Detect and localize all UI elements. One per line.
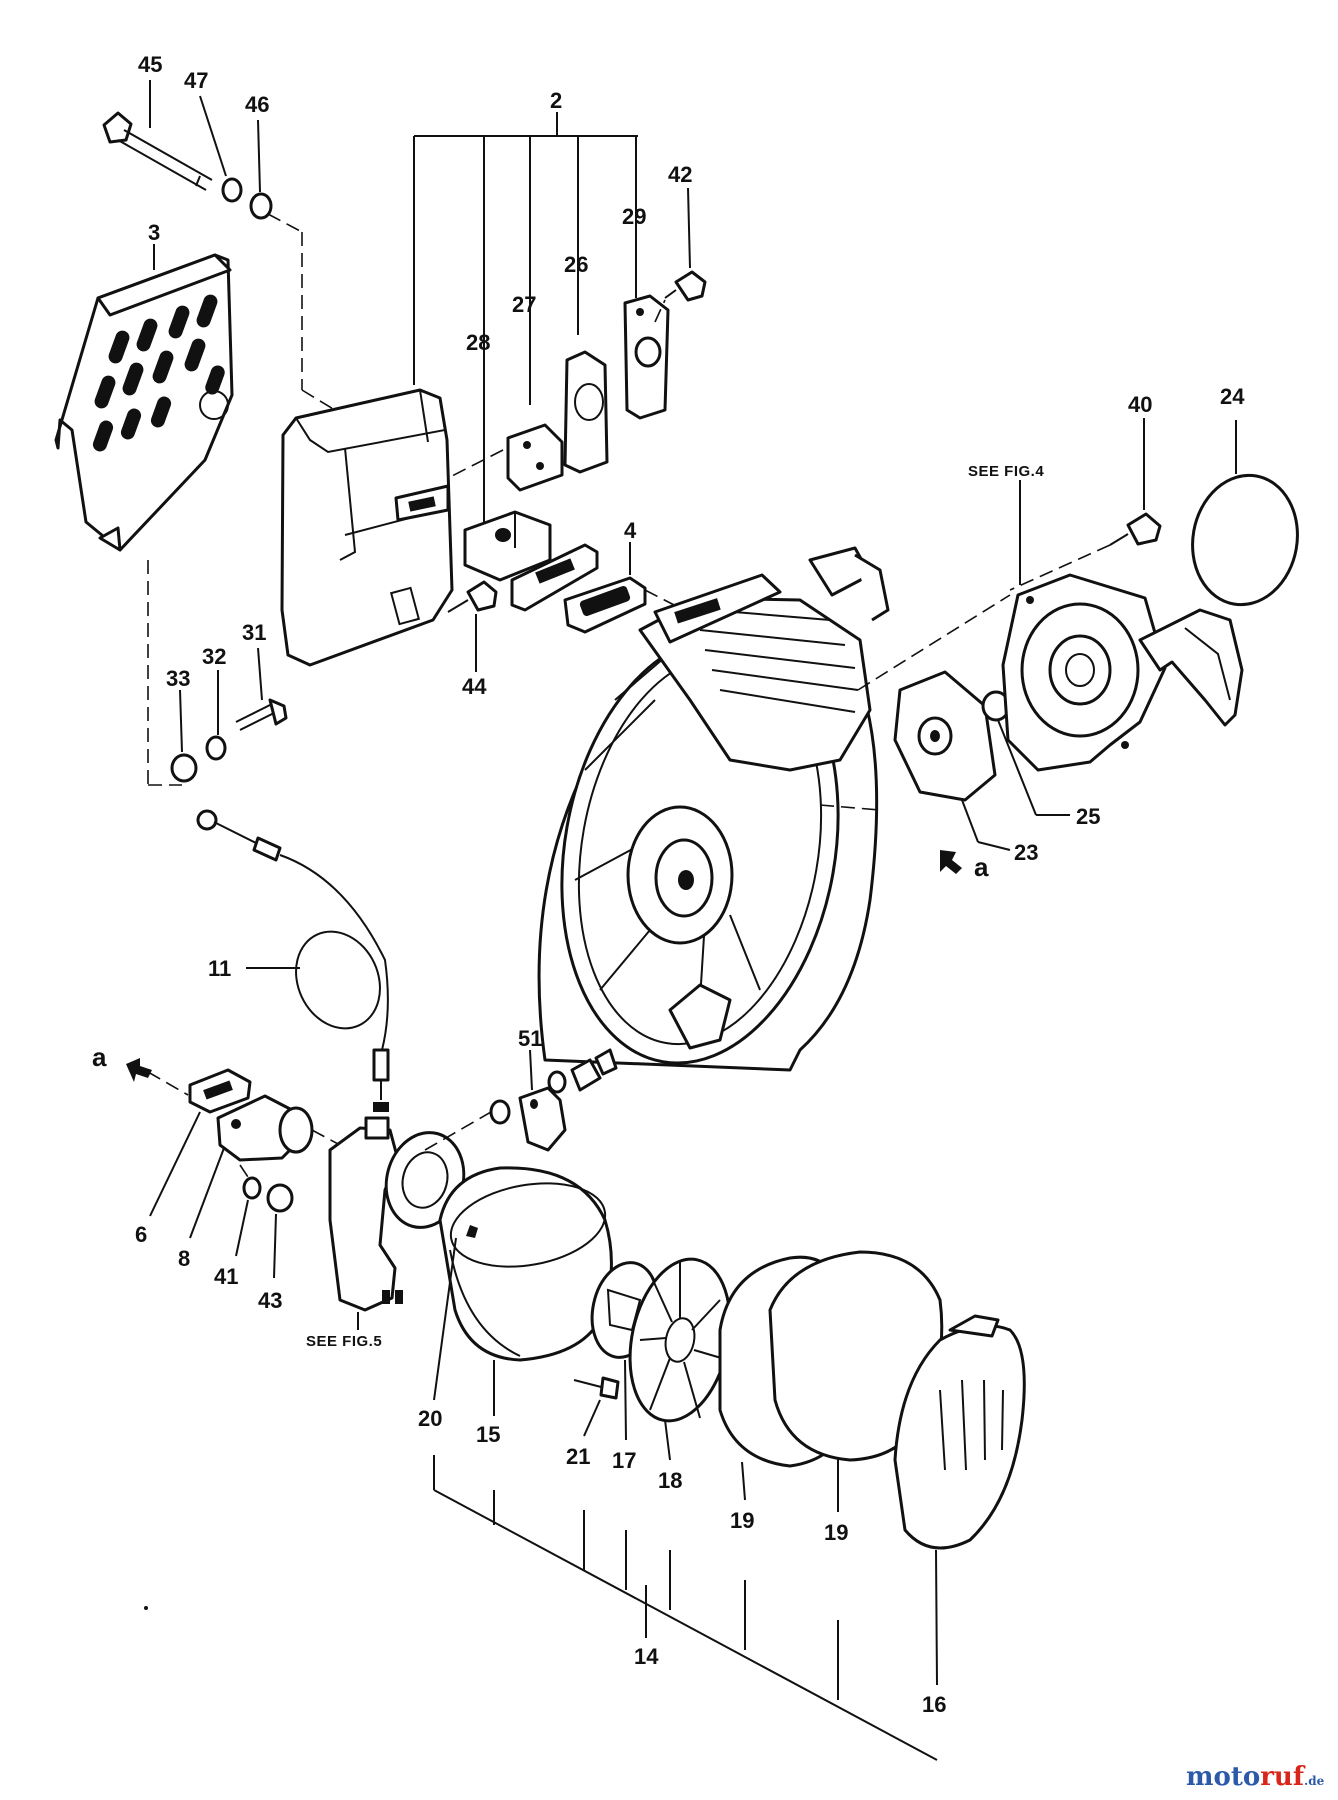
callout-45: 45 (138, 52, 162, 77)
washer-47 (221, 177, 243, 203)
screw-44 (447, 580, 498, 613)
callout-8: 8 (178, 1246, 190, 1271)
callout-14: 14 (634, 1644, 659, 1669)
disc-24 (1191, 473, 1299, 607)
cover-16 (893, 1314, 1026, 1550)
callout-33: 33 (166, 666, 190, 691)
callout-19-a: 19 (730, 1508, 754, 1533)
block-27 (506, 423, 564, 492)
plate-29 (623, 294, 670, 420)
muffler-2 (280, 388, 454, 667)
gasket-6 (188, 1068, 252, 1114)
note-see-fig-5: SEE FIG.5 (306, 1333, 382, 1350)
spacer-28 (463, 510, 552, 582)
ref-arrow-engine: a (940, 850, 989, 882)
callout-43: 43 (258, 1288, 282, 1313)
watermark-part-1: moto (1186, 1762, 1261, 1792)
callout-29: 29 (622, 204, 646, 229)
callout-17: 17 (612, 1448, 636, 1473)
nut-43 (266, 1183, 294, 1213)
plate-26 (563, 350, 609, 474)
callout-15: 15 (476, 1422, 500, 1447)
pulley-23 (893, 670, 997, 802)
callout-44: 44 (462, 674, 487, 699)
recoil-starter (1001, 573, 1244, 772)
washer-41 (242, 1176, 262, 1200)
callout-6: 6 (135, 1222, 147, 1247)
callout-31: 31 (242, 620, 266, 645)
screw-42 (664, 270, 707, 302)
nut-33 (170, 753, 198, 783)
gasket-4 (563, 576, 647, 634)
watermark-logo: motoruf.de (1186, 1762, 1324, 1792)
heat-shield-3 (54, 253, 234, 552)
washer-46 (249, 192, 273, 220)
callout-18: 18 (658, 1468, 682, 1493)
callout-28: 28 (466, 330, 490, 355)
callout-46: 46 (245, 92, 269, 117)
grid-18 (628, 1257, 732, 1423)
callout-41: 41 (214, 1264, 238, 1289)
callout-21: 21 (566, 1444, 590, 1469)
air-cleaner-case-15 (438, 1166, 613, 1362)
callout-25: 25 (1076, 804, 1100, 829)
callout-20: 20 (418, 1406, 442, 1431)
ref-arrow-carb: a (92, 1042, 152, 1082)
callout-47: 47 (184, 68, 208, 93)
watermark-part-2: ruf (1260, 1762, 1305, 1792)
intake-8 (216, 1094, 314, 1162)
bolt-45 (102, 111, 213, 191)
gasket-flange-28 (510, 543, 599, 612)
callout-24: 24 (1220, 384, 1245, 409)
ref-letter-a-engine: a (974, 852, 989, 882)
washer-32 (205, 735, 227, 761)
callout-42: 42 (668, 162, 692, 187)
screw-21 (573, 1376, 620, 1400)
callout-27: 27 (512, 292, 536, 317)
ref-letter-a-carb: a (92, 1042, 107, 1072)
callout-32: 32 (202, 644, 226, 669)
fitting-51 (489, 1048, 618, 1152)
callout-23: 23 (1014, 840, 1038, 865)
callout-40: 40 (1128, 392, 1152, 417)
callout-16: 16 (922, 1692, 946, 1717)
engine-fan-housing (537, 546, 890, 1072)
watermark-part-3: .de (1304, 1774, 1325, 1788)
callout-2: 2 (550, 88, 562, 113)
callout-26: 26 (564, 252, 588, 277)
callout-11: 11 (208, 956, 231, 981)
callout-4: 4 (624, 518, 637, 543)
note-see-fig-4: SEE FIG.4 (968, 463, 1044, 480)
screw-40 (1109, 512, 1162, 546)
callout-3: 3 (148, 220, 160, 245)
callout-19-b: 19 (824, 1520, 848, 1545)
callout-51: 51 (518, 1026, 542, 1051)
cable-11 (196, 809, 390, 1112)
bolt-31 (235, 698, 288, 731)
